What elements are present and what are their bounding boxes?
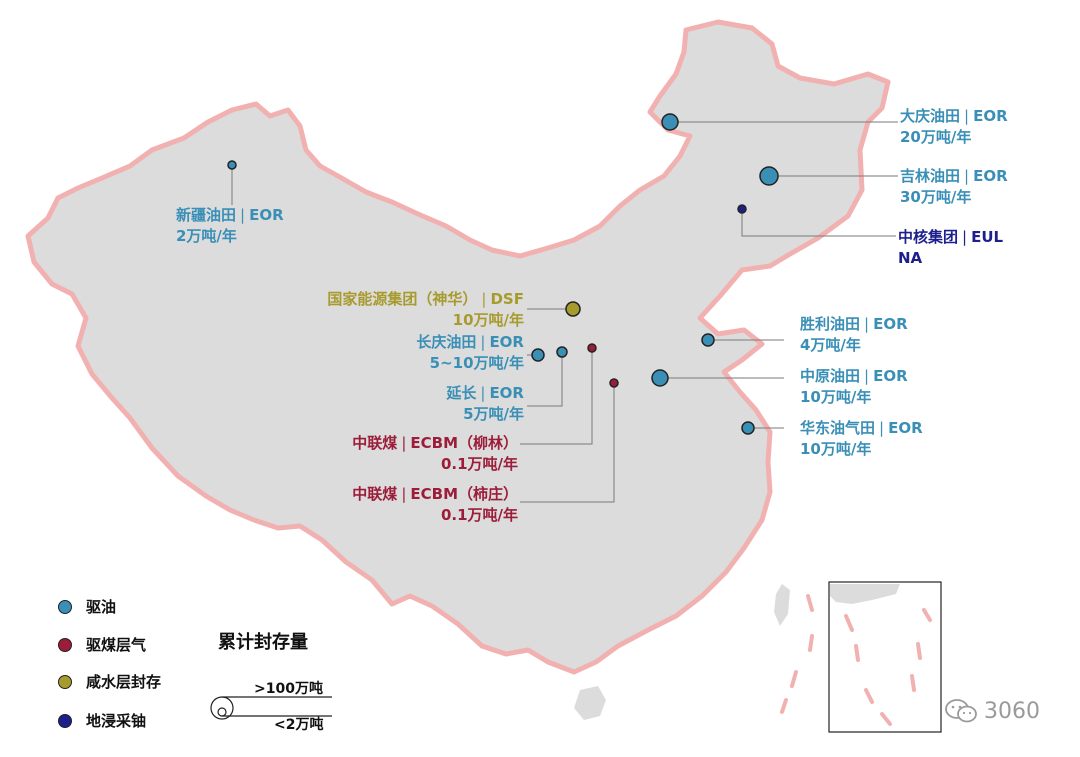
marker-xinjiang bbox=[227, 160, 237, 170]
leader-lines bbox=[231, 121, 898, 503]
marker-shenhua bbox=[565, 301, 581, 317]
label-jilin: 吉林油田|EOR 30万吨/年 bbox=[900, 167, 1008, 206]
size-legend-large: >100万吨 bbox=[254, 681, 323, 697]
legend-dot-dsf bbox=[58, 674, 72, 689]
size-legend-title: 累计封存量 bbox=[218, 632, 308, 653]
legend-item-eul: 地浸采铀 bbox=[58, 710, 146, 731]
nine-dash-line bbox=[844, 608, 932, 726]
marker-jilin bbox=[759, 166, 779, 186]
label-liulin: 中联煤|ECBM（柳林） 0.1万吨/年 bbox=[352, 434, 518, 473]
marker-liulin bbox=[587, 343, 597, 353]
marker-shengli bbox=[701, 333, 715, 347]
label-shizhuang: 中联煤|ECBM（柿庄） 0.1万吨/年 bbox=[352, 485, 518, 524]
label-daqing: 大庆油田|EOR 20万吨/年 bbox=[900, 107, 1008, 146]
legend-item-eor: 驱油 bbox=[58, 596, 116, 617]
wechat-icon bbox=[945, 699, 977, 723]
legend-dot-eor bbox=[58, 599, 72, 614]
watermark: 3060 bbox=[944, 698, 1040, 724]
marker-daqing bbox=[661, 113, 679, 131]
project-markers bbox=[227, 113, 779, 435]
china-mainland-shape bbox=[25, 19, 891, 675]
legend-dot-eul bbox=[58, 713, 72, 728]
label-yanchang: 延长|EOR 5万吨/年 bbox=[446, 384, 524, 423]
south-china-sea-inset bbox=[828, 581, 942, 733]
label-changqing: 长庆油田|EOR 5~10万吨/年 bbox=[416, 333, 524, 372]
marker-zhongyuan bbox=[651, 369, 669, 387]
marker-changqing bbox=[531, 348, 545, 362]
label-shenhua: 国家能源集团（神华）|DSF 10万吨/年 bbox=[327, 290, 524, 329]
east-coast-dashes bbox=[780, 594, 814, 714]
marker-cnnc bbox=[737, 204, 747, 214]
label-cnnc: 中核集团|EUL NA bbox=[898, 228, 1004, 267]
legend-item-dsf: 咸水层封存 bbox=[58, 671, 161, 692]
legend-dot-ecbm bbox=[58, 637, 72, 652]
size-legend-small: <2万吨 bbox=[274, 717, 324, 733]
inset-coast-shape bbox=[830, 584, 900, 604]
label-huadong: 华东油气田|EOR 10万吨/年 bbox=[800, 419, 923, 458]
marker-shizhuang bbox=[609, 378, 619, 388]
label-zhongyuan: 中原油田|EOR 10万吨/年 bbox=[800, 367, 908, 406]
label-shengli: 胜利油田|EOR 4万吨/年 bbox=[800, 315, 908, 354]
label-xinjiang: 新疆油田|EOR 2万吨/年 bbox=[176, 206, 284, 245]
marker-yanchang bbox=[556, 346, 568, 358]
marker-huadong bbox=[741, 421, 755, 435]
legend-item-ecbm: 驱煤层气 bbox=[58, 634, 146, 655]
hainan-island-shape bbox=[574, 686, 606, 720]
size-legend-icon bbox=[210, 696, 332, 720]
taiwan-island-shape bbox=[774, 584, 790, 626]
